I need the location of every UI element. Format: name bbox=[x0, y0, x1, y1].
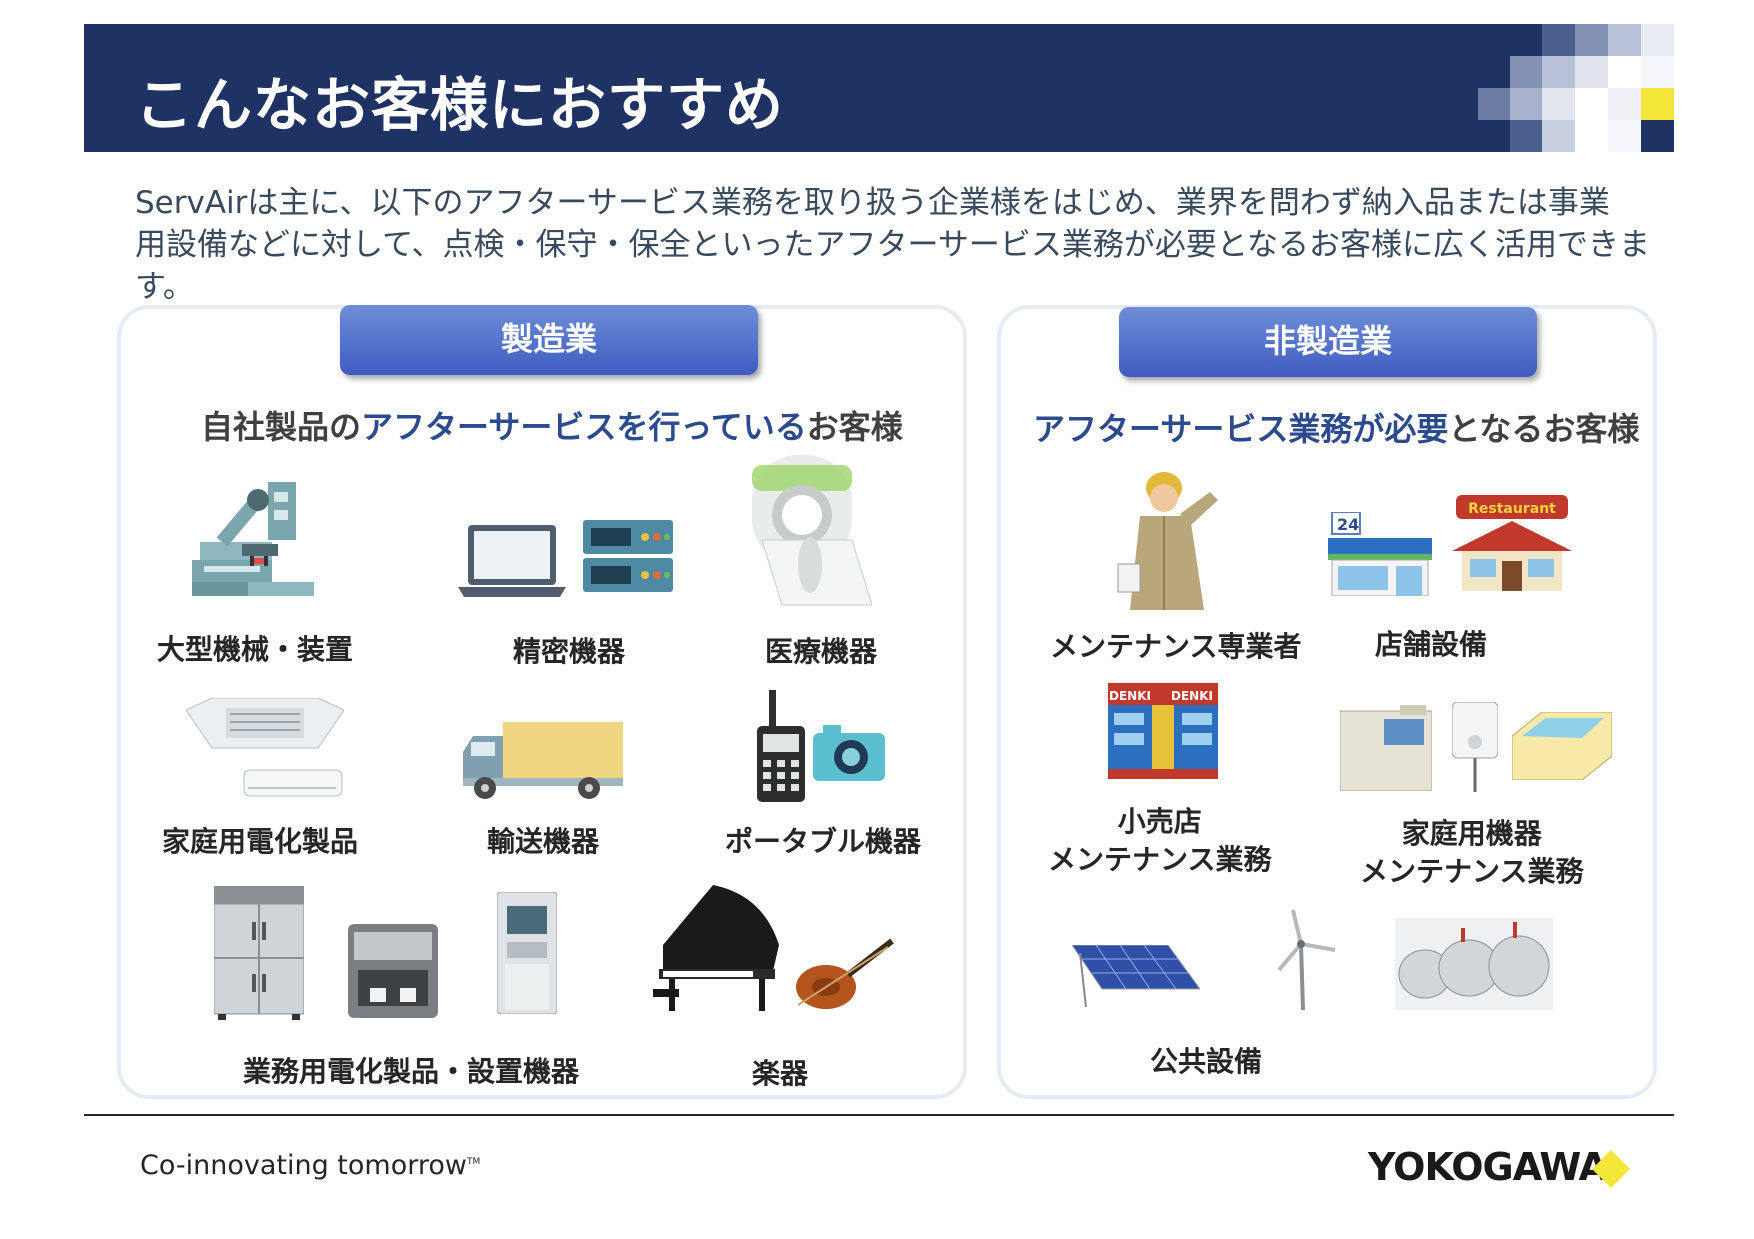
truck-icon bbox=[463, 722, 623, 799]
atm-icon bbox=[497, 892, 557, 1014]
non-manufacturing-subtitle: アフターサービス業務が必要となるお客様 bbox=[1033, 404, 1639, 450]
camera-icon bbox=[813, 725, 885, 781]
label-business-appliances: 業務用電化製品・設置機器 bbox=[243, 1055, 580, 1088]
label-store-equipment: 店舗設備 bbox=[1375, 628, 1488, 661]
label-precision-equipment: 精密機器 bbox=[513, 635, 626, 668]
manufacturing-subtitle: 自社製品のアフターサービスを行っているお客様 bbox=[201, 402, 903, 448]
header-decoration-squares bbox=[1478, 24, 1674, 152]
subtitle-highlight: アフターサービス業務が bbox=[1033, 410, 1385, 448]
laptop-icon bbox=[458, 525, 566, 597]
wind-turbine-icon bbox=[1277, 910, 1336, 1010]
maintenance-worker-icon bbox=[1117, 472, 1218, 610]
label-home-line-2: メンテナンス業務 bbox=[1360, 855, 1584, 888]
electronics-store-icon: DENKI DENKI bbox=[1108, 683, 1218, 779]
violin-icon bbox=[796, 938, 894, 1009]
label-home-appliances: 家庭用電化製品 bbox=[162, 825, 359, 858]
label-public-facilities: 公共設備 bbox=[1150, 1045, 1263, 1078]
intro-line-1: ServAirは主に、以下のアフターサービス業務を取り扱う企業様をはじめ、業界を… bbox=[135, 185, 1610, 221]
label-maintenance-specialist: メンテナンス専業者 bbox=[1050, 630, 1302, 663]
trademark-mark: TM bbox=[466, 1157, 481, 1167]
convenience-store-icon: 24 bbox=[1328, 512, 1432, 596]
restaurant-sign-text: Restaurant bbox=[1468, 501, 1556, 517]
brand-logo-text: YOKOGAWA bbox=[1368, 1145, 1608, 1189]
subtitle-part: 自社製品の bbox=[201, 408, 362, 446]
label-retail-line-2: メンテナンス業務 bbox=[1048, 843, 1272, 876]
coffee-machine-icon bbox=[348, 924, 438, 1018]
label-large-machinery: 大型機械・装置 bbox=[157, 633, 354, 666]
refrigerator-icon bbox=[214, 886, 304, 1020]
restaurant-icon: Restaurant bbox=[1452, 495, 1572, 591]
page-title: こんなお客様におすすめ bbox=[135, 71, 785, 139]
bathtub-icon bbox=[1512, 712, 1612, 780]
tagline-text: Co-innovating tomorrow bbox=[140, 1150, 467, 1181]
manufacturing-category-header: 製造業 bbox=[340, 305, 758, 375]
portable-radio-icon bbox=[757, 690, 805, 802]
subtitle-part: となるお客様 bbox=[1448, 410, 1640, 448]
label-portable-equipment: ポータブル機器 bbox=[725, 825, 922, 858]
mri-scanner-icon bbox=[752, 455, 872, 606]
label-transport-equipment: 輸送機器 bbox=[487, 825, 600, 858]
brand-diamond-icon bbox=[1592, 1150, 1630, 1188]
gas-tanks-icon bbox=[1395, 918, 1553, 1010]
denki-sign-right: DENKI bbox=[1171, 689, 1213, 703]
intro-line-2: 用設備などに対して、点検・保守・保全といったアフターサービス業務が必要となるお客… bbox=[135, 227, 1650, 305]
solar-panel-icon bbox=[1072, 945, 1200, 1007]
subtitle-highlight: 必要 bbox=[1384, 410, 1449, 448]
label-retail-line-1: 小売店 bbox=[1117, 805, 1202, 838]
label-home-line-1: 家庭用機器 bbox=[1401, 817, 1542, 850]
server-icon bbox=[583, 520, 673, 592]
non-manufacturing-category-header: 非製造業 bbox=[1119, 307, 1537, 377]
label-medical-equipment: 医療機器 bbox=[765, 635, 878, 668]
header-bar bbox=[84, 24, 1674, 152]
subtitle-part: お客様 bbox=[806, 408, 903, 446]
intro-text: ServAirは主に、以下のアフターサービス業務を取り扱う企業様をはじめ、業界を… bbox=[135, 182, 1655, 308]
subtitle-highlight: アフターサービスを行っている bbox=[361, 408, 807, 446]
footer-tagline: Co-innovating tomorrowTM bbox=[140, 1150, 480, 1181]
label-instruments: 楽器 bbox=[752, 1057, 809, 1090]
water-heater-icon bbox=[1452, 702, 1498, 792]
industrial-robot-icon bbox=[192, 482, 314, 596]
denki-sign-left: DENKI bbox=[1109, 689, 1151, 703]
label-retail-maintenance: 小売店 メンテナンス業務 bbox=[1048, 803, 1271, 879]
label-home-equipment-maintenance: 家庭用機器 メンテナンス業務 bbox=[1360, 815, 1583, 891]
water-heater-unit-icon bbox=[1340, 705, 1432, 791]
store-24-sign: 24 bbox=[1337, 515, 1359, 534]
footer-divider bbox=[84, 1114, 1674, 1116]
air-conditioner-icon bbox=[186, 698, 344, 797]
grand-piano-icon bbox=[653, 885, 779, 1011]
